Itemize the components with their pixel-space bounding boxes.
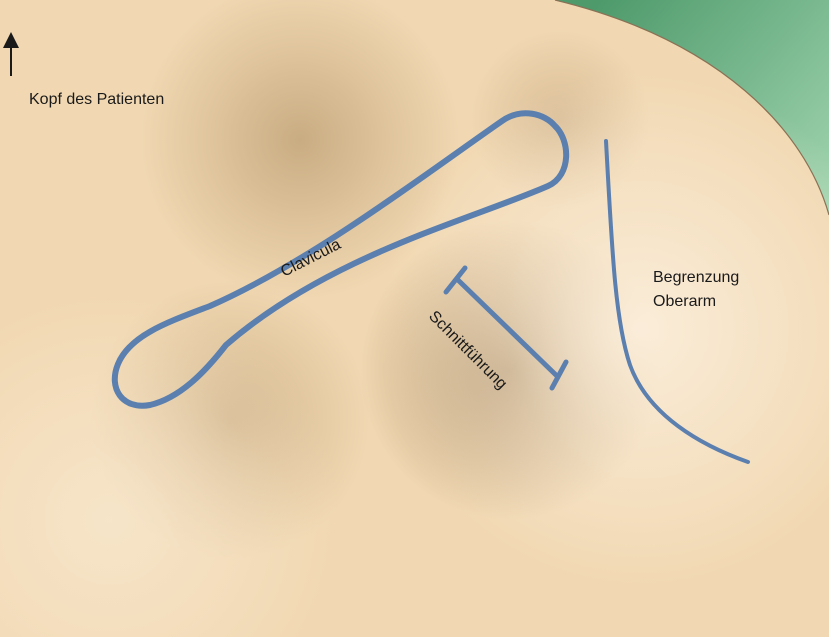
head-direction-label: Kopf des Patienten xyxy=(29,91,164,108)
upper-arm-boundary-label-line1: Begrenzung xyxy=(653,269,739,286)
upper-arm-boundary-label-line2: Oberarm xyxy=(653,293,716,310)
